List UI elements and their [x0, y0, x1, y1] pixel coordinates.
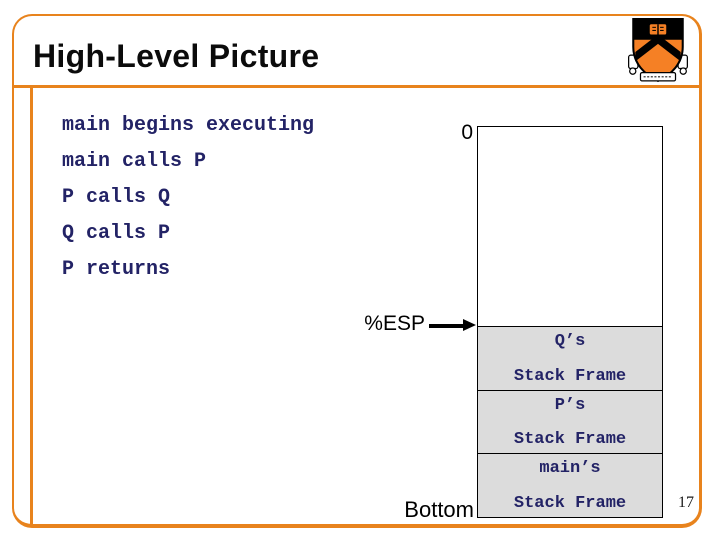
timeline-line-4: Q calls P	[62, 222, 171, 245]
stack-top-address-label: 0	[461, 121, 473, 144]
frame-owner-label: main’s	[539, 459, 601, 479]
frame-type-label: Stack Frame	[513, 494, 627, 514]
slide-outer-frame	[12, 14, 702, 528]
stack-frame-main: main’s Stack Frame	[478, 453, 662, 518]
timeline-line-5: P returns	[62, 258, 171, 281]
stack-bottom-label: Bottom	[404, 497, 474, 522]
title-divider-line	[12, 85, 702, 88]
timeline-line-1: main begins executing	[62, 114, 315, 137]
frame-type-label: Stack Frame	[513, 366, 627, 386]
frame-type-label: Stack Frame	[513, 430, 627, 450]
timeline-line-3: P calls Q	[62, 186, 171, 209]
arrow-head	[463, 319, 476, 331]
arrow-shaft	[429, 324, 464, 328]
frame-owner-label: P’s	[554, 395, 586, 415]
stack-frame-q: Q’s Stack Frame	[478, 326, 662, 390]
stack-memory-box: Q’s Stack Frame P’s Stack Frame main’s S…	[477, 126, 663, 518]
stack-free-space	[478, 127, 662, 326]
stack-frame-p: P’s Stack Frame	[478, 389, 662, 454]
timeline-text: main begins executing main calls P P cal…	[62, 116, 314, 296]
frame-owner-label: Q’s	[554, 332, 586, 351]
page-title: High-Level Picture	[33, 38, 320, 74]
page-number: 17	[678, 494, 694, 511]
timeline-line-2: main calls P	[62, 150, 207, 173]
esp-register-label: %ESP	[364, 312, 425, 335]
princeton-shield-icon	[628, 16, 688, 84]
esp-pointer-arrow-icon	[429, 319, 476, 332]
body-left-border	[30, 87, 33, 526]
